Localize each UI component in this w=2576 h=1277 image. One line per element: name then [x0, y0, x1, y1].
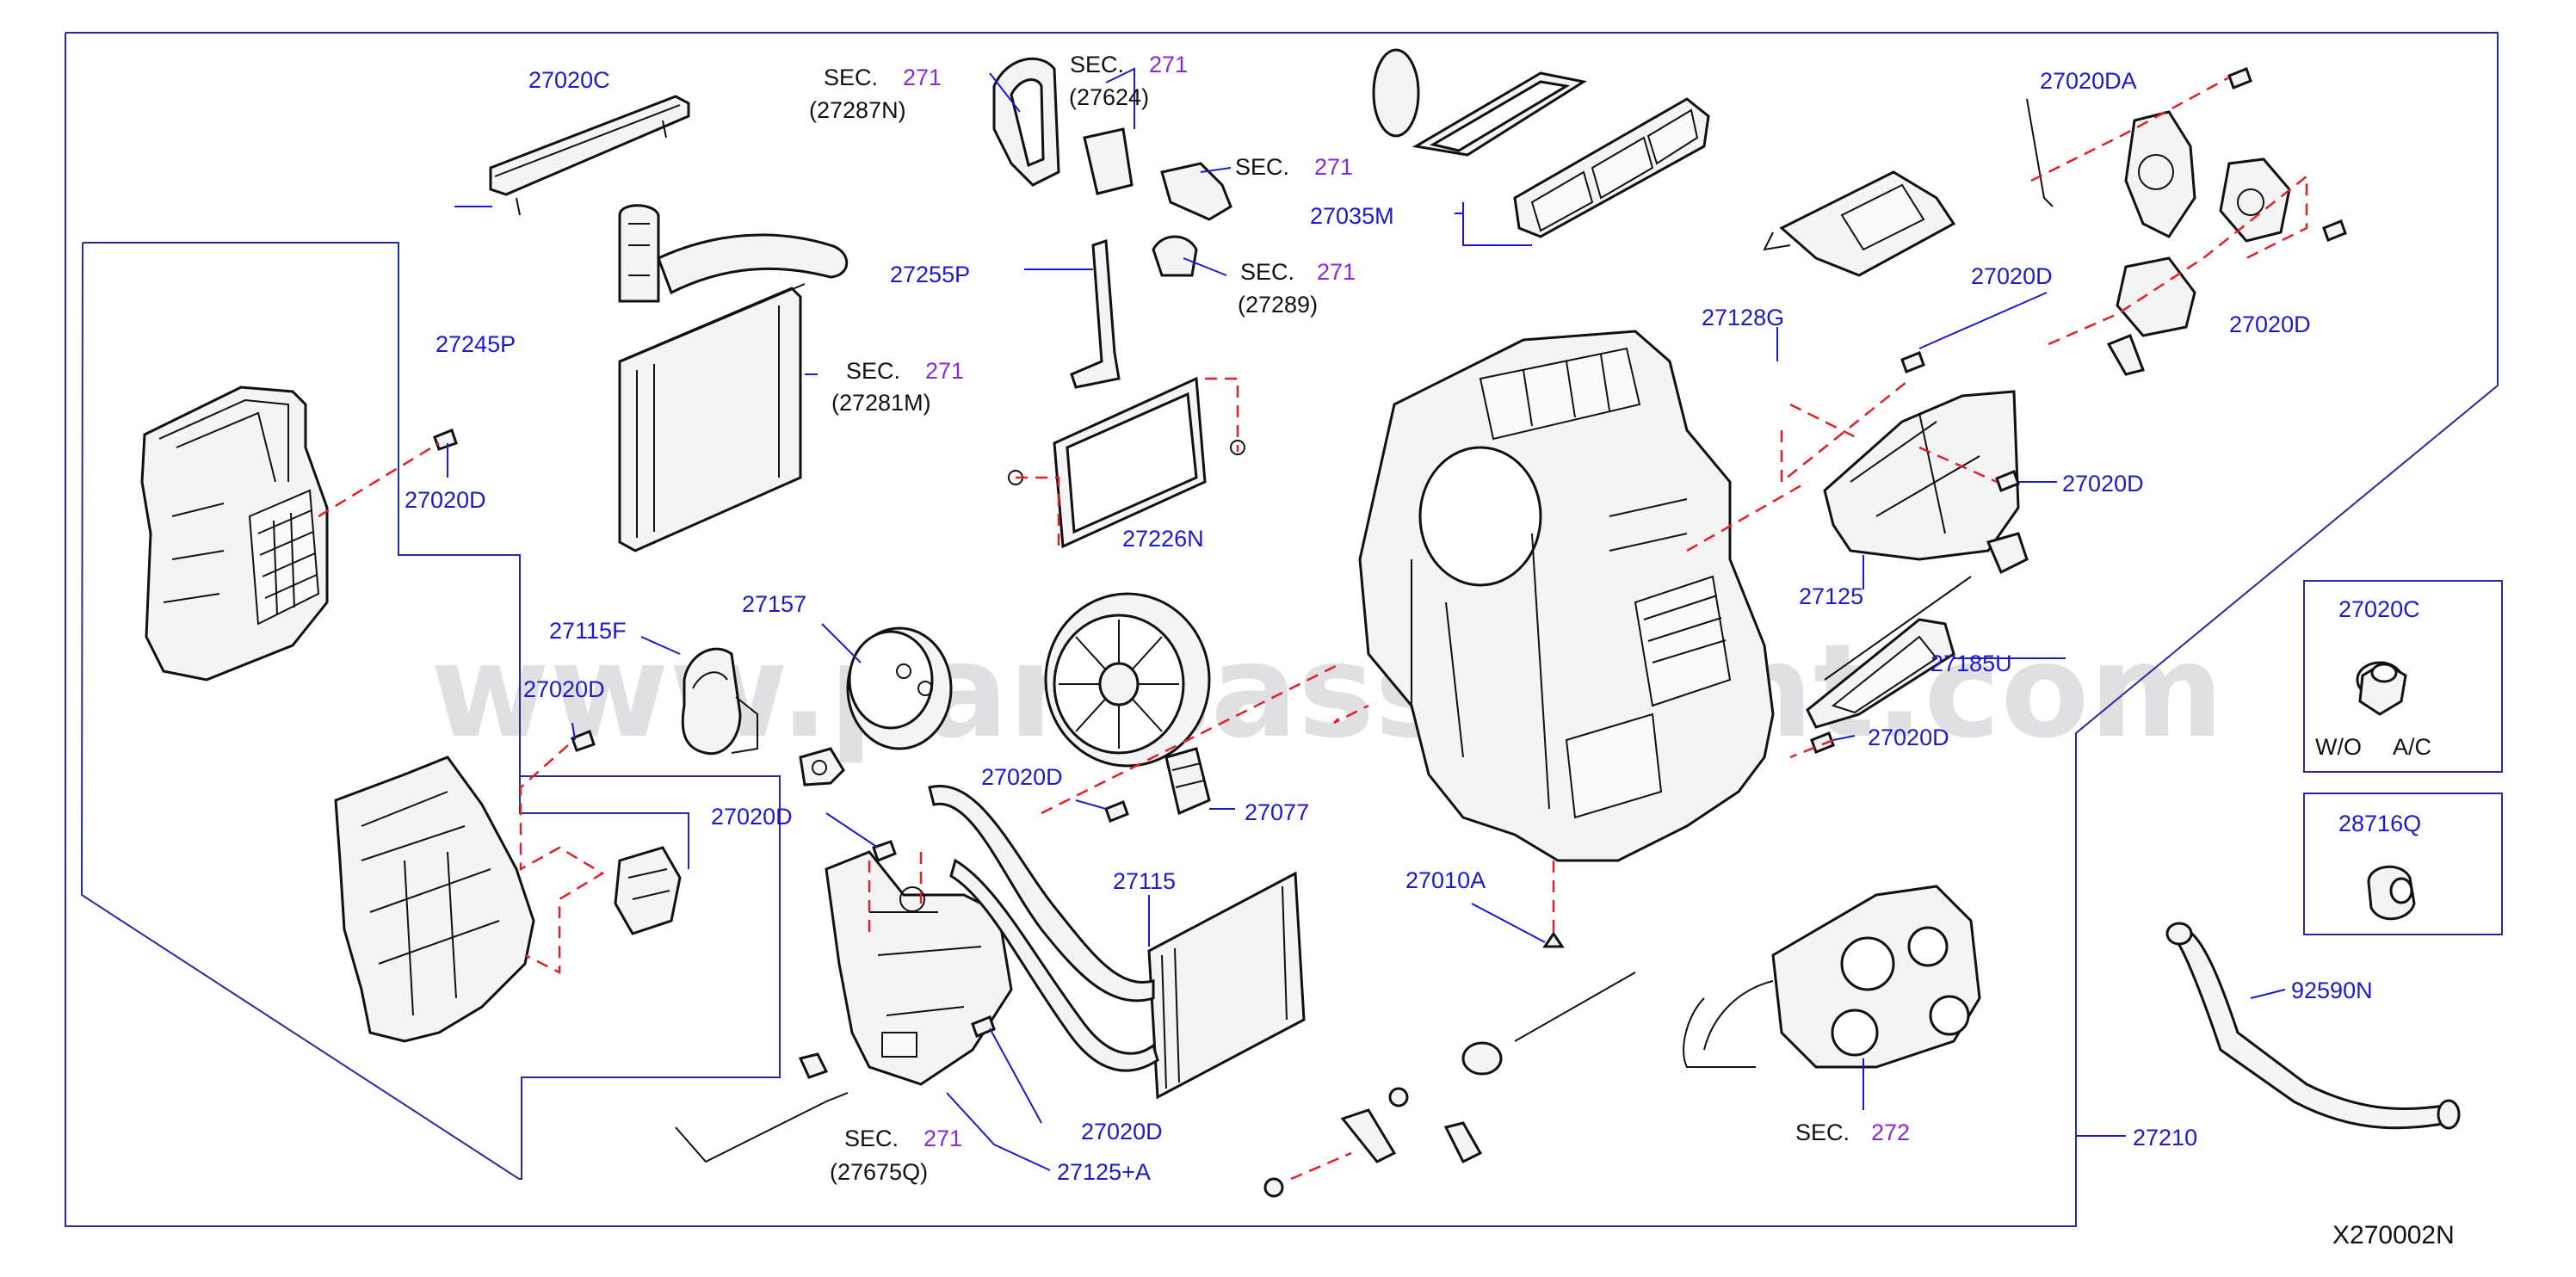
main-hvac-unit-part	[1358, 330, 1775, 862]
callout-27020d-c: 27020D	[711, 804, 793, 830]
callout-27125: 27125	[1799, 583, 1863, 609]
diagram-code: X270002N	[2332, 1221, 2455, 1249]
mode-actuators-part	[1763, 98, 2291, 376]
assembly-guide-lines	[318, 76, 2308, 1181]
blower-resistor-part	[1164, 747, 1211, 816]
section-references: SEC. 271 (27287N) SEC. 271 (27624) SEC. …	[809, 52, 1910, 1185]
assembly-frame	[65, 32, 2499, 1227]
sec-label-5: SEC.	[846, 358, 900, 384]
sec-number-7: 272	[1871, 1120, 1910, 1145]
callout-27157: 27157	[742, 591, 806, 617]
ventilator-housing-part	[1823, 390, 2029, 575]
bracket-part	[1070, 238, 1121, 389]
sec-label-3: SEC.	[1235, 154, 1289, 180]
callout-27020d-f: 27020D	[1971, 263, 2053, 289]
ac-control-panel-part	[1683, 885, 1981, 1069]
aspirator-duct-part	[992, 57, 1232, 277]
callout-27245p: 27245P	[436, 331, 516, 357]
sec-number-2: 271	[1149, 52, 1188, 77]
callout-27115: 27115	[1113, 868, 1176, 894]
callout-27185u: 27185U	[1930, 651, 2012, 676]
inset-27020c-label: 27020C	[2338, 596, 2420, 622]
inset-box-28716q: 28716Q	[2303, 793, 2503, 935]
sec-number-5: 271	[925, 358, 964, 384]
sec-number-1: 271	[903, 65, 942, 90]
sec-ref-5: (27281M)	[831, 390, 931, 416]
callout-27020d-a: 27020D	[405, 487, 486, 513]
sec-label-4: SEC.	[1240, 259, 1294, 285]
blower-cap-part	[846, 626, 953, 750]
sec-label-2: SEC.	[1070, 52, 1124, 77]
inset-28716q-label: 28716Q	[2338, 811, 2421, 836]
callout-27020d-b: 27020D	[523, 676, 605, 702]
sec-label-6: SEC.	[844, 1126, 899, 1151]
subassembly-frame-27245p	[80, 242, 781, 1180]
heater-case-part	[825, 850, 1013, 1086]
callout-27255p: 27255P	[890, 262, 970, 287]
callout-92590n: 92590N	[2291, 978, 2373, 1003]
callout-27210: 27210	[2133, 1125, 2197, 1151]
part-callouts: 27020C 27245P 27020D 27115F 27020D 27157…	[405, 67, 2373, 1185]
callout-27077: 27077	[1245, 799, 1309, 825]
control-rod-part	[1263, 972, 1636, 1198]
sec-ref-4: (27289)	[1238, 292, 1318, 318]
blower-fan-part	[1044, 592, 1211, 768]
filter-27185u-part	[1806, 576, 1972, 729]
leader-lines	[447, 67, 2286, 1171]
sec-number-4: 271	[1317, 259, 1356, 285]
sec-number-6: 271	[924, 1126, 962, 1151]
callout-27020d-i: 27020D	[1868, 725, 1949, 750]
callout-27128g: 27128G	[1702, 305, 1784, 330]
sec-number-3: 271	[1314, 154, 1353, 180]
drain-hose-part	[2165, 922, 2461, 1130]
callout-27020d-e: 27020D	[1081, 1119, 1163, 1144]
sec-ref-2: (27624)	[1069, 84, 1149, 110]
air-duct-frames-part	[1372, 48, 1710, 238]
sensor-plug-part	[799, 747, 845, 787]
cover-strip-part	[489, 95, 690, 216]
callout-27226n: 27226N	[1122, 526, 1204, 552]
callout-27035m: 27035M	[1310, 203, 1394, 229]
inset-option-ac: A/C	[2393, 734, 2431, 760]
callout-27115f: 27115F	[549, 618, 627, 644]
sec-label-7: SEC.	[1795, 1120, 1850, 1145]
heater-core-part	[928, 785, 1306, 1100]
aspirator-hose-part	[675, 1052, 849, 1163]
intake-housing-part	[140, 386, 329, 682]
callout-27020d-d: 27020D	[981, 764, 1063, 790]
lower-duct-part	[334, 756, 535, 1043]
callout-27020d-h: 27020D	[2062, 471, 2144, 497]
cabin-filter-part	[1008, 376, 1245, 549]
callout-27020d-g: 27020D	[2229, 312, 2311, 337]
actuator-small-part	[614, 846, 682, 935]
callout-27020da: 27020DA	[2040, 68, 2137, 94]
sec-ref-1: (27287N)	[809, 97, 906, 123]
resistor-cover-part	[681, 647, 758, 756]
callout-27020c: 27020C	[528, 67, 610, 93]
callout-27125a: 27125+A	[1057, 1159, 1151, 1185]
sec-label-1: SEC.	[824, 65, 878, 90]
inset-box-27020c: 27020C W/O A/C	[2303, 580, 2503, 773]
callout-27010a: 27010A	[1405, 867, 1486, 893]
sec-ref-6: (27675Q)	[830, 1159, 928, 1185]
evaporator-part	[618, 204, 849, 552]
inset-option-wo: W/O	[2315, 734, 2362, 760]
